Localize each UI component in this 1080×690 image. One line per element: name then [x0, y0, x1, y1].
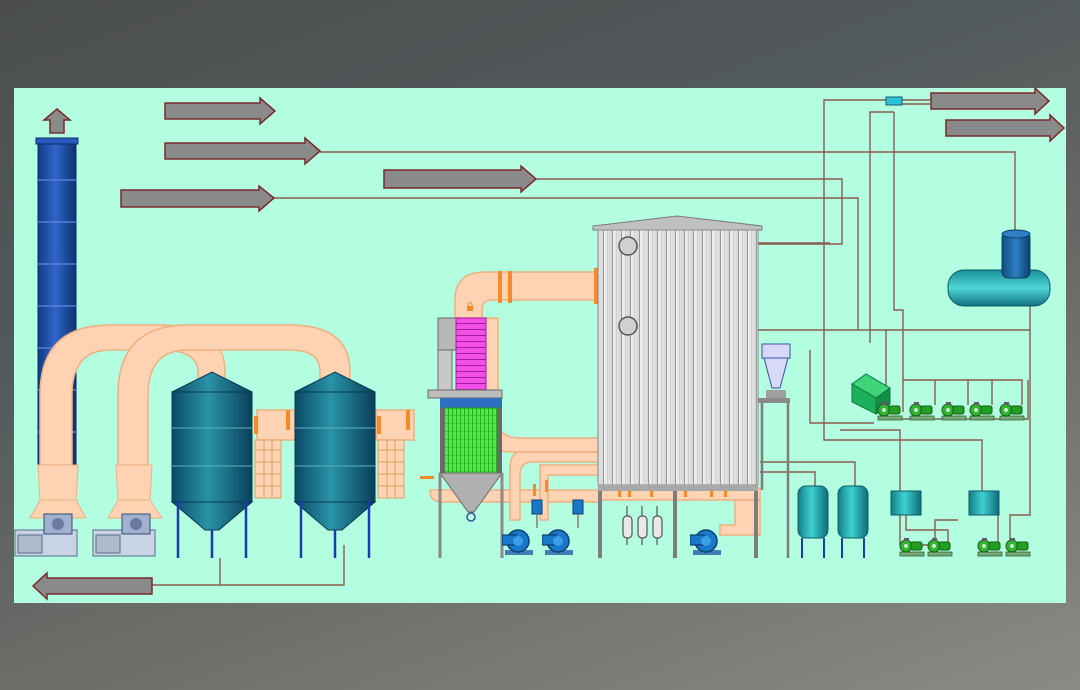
fuel-feeder [758, 343, 791, 558]
fan-duct-lines [536, 514, 579, 528]
flow-arrows [31, 86, 1066, 601]
right-arrow-icon [164, 96, 277, 126]
filter-box-2 [377, 439, 405, 499]
filter-box-1 [254, 439, 282, 499]
valve-icon [622, 515, 633, 539]
left-arrow-icon [31, 571, 153, 601]
right-arrow-icon [164, 136, 322, 166]
flow-meter [885, 96, 903, 106]
scrubber-tank-2 [293, 371, 377, 558]
scrubber-tank-1 [170, 371, 254, 558]
air-preheater [427, 317, 504, 558]
valve-icon [652, 515, 663, 539]
right-arrow-icon [120, 184, 276, 213]
chemical-tank-1 [890, 490, 922, 516]
up-arrow-icon [41, 108, 73, 134]
duct-flanges [254, 268, 598, 496]
deaerator [947, 229, 1051, 307]
induced-draft-unit-1 [14, 513, 78, 557]
right-arrow-icon [930, 86, 1051, 116]
boiler-house [592, 215, 763, 558]
valve-cylinders [622, 506, 663, 545]
chemical-tank-2 [968, 490, 1000, 516]
feedwater-tank-1 [797, 485, 829, 558]
feedwater-tank-2 [837, 485, 869, 558]
induced-draft-unit-2 [92, 513, 156, 557]
right-arrow-icon [945, 113, 1066, 143]
right-arrow-icon [383, 164, 538, 194]
steam-drum-upper [618, 236, 638, 256]
valve-icon [637, 515, 648, 539]
steam-drum-lower [618, 316, 638, 336]
